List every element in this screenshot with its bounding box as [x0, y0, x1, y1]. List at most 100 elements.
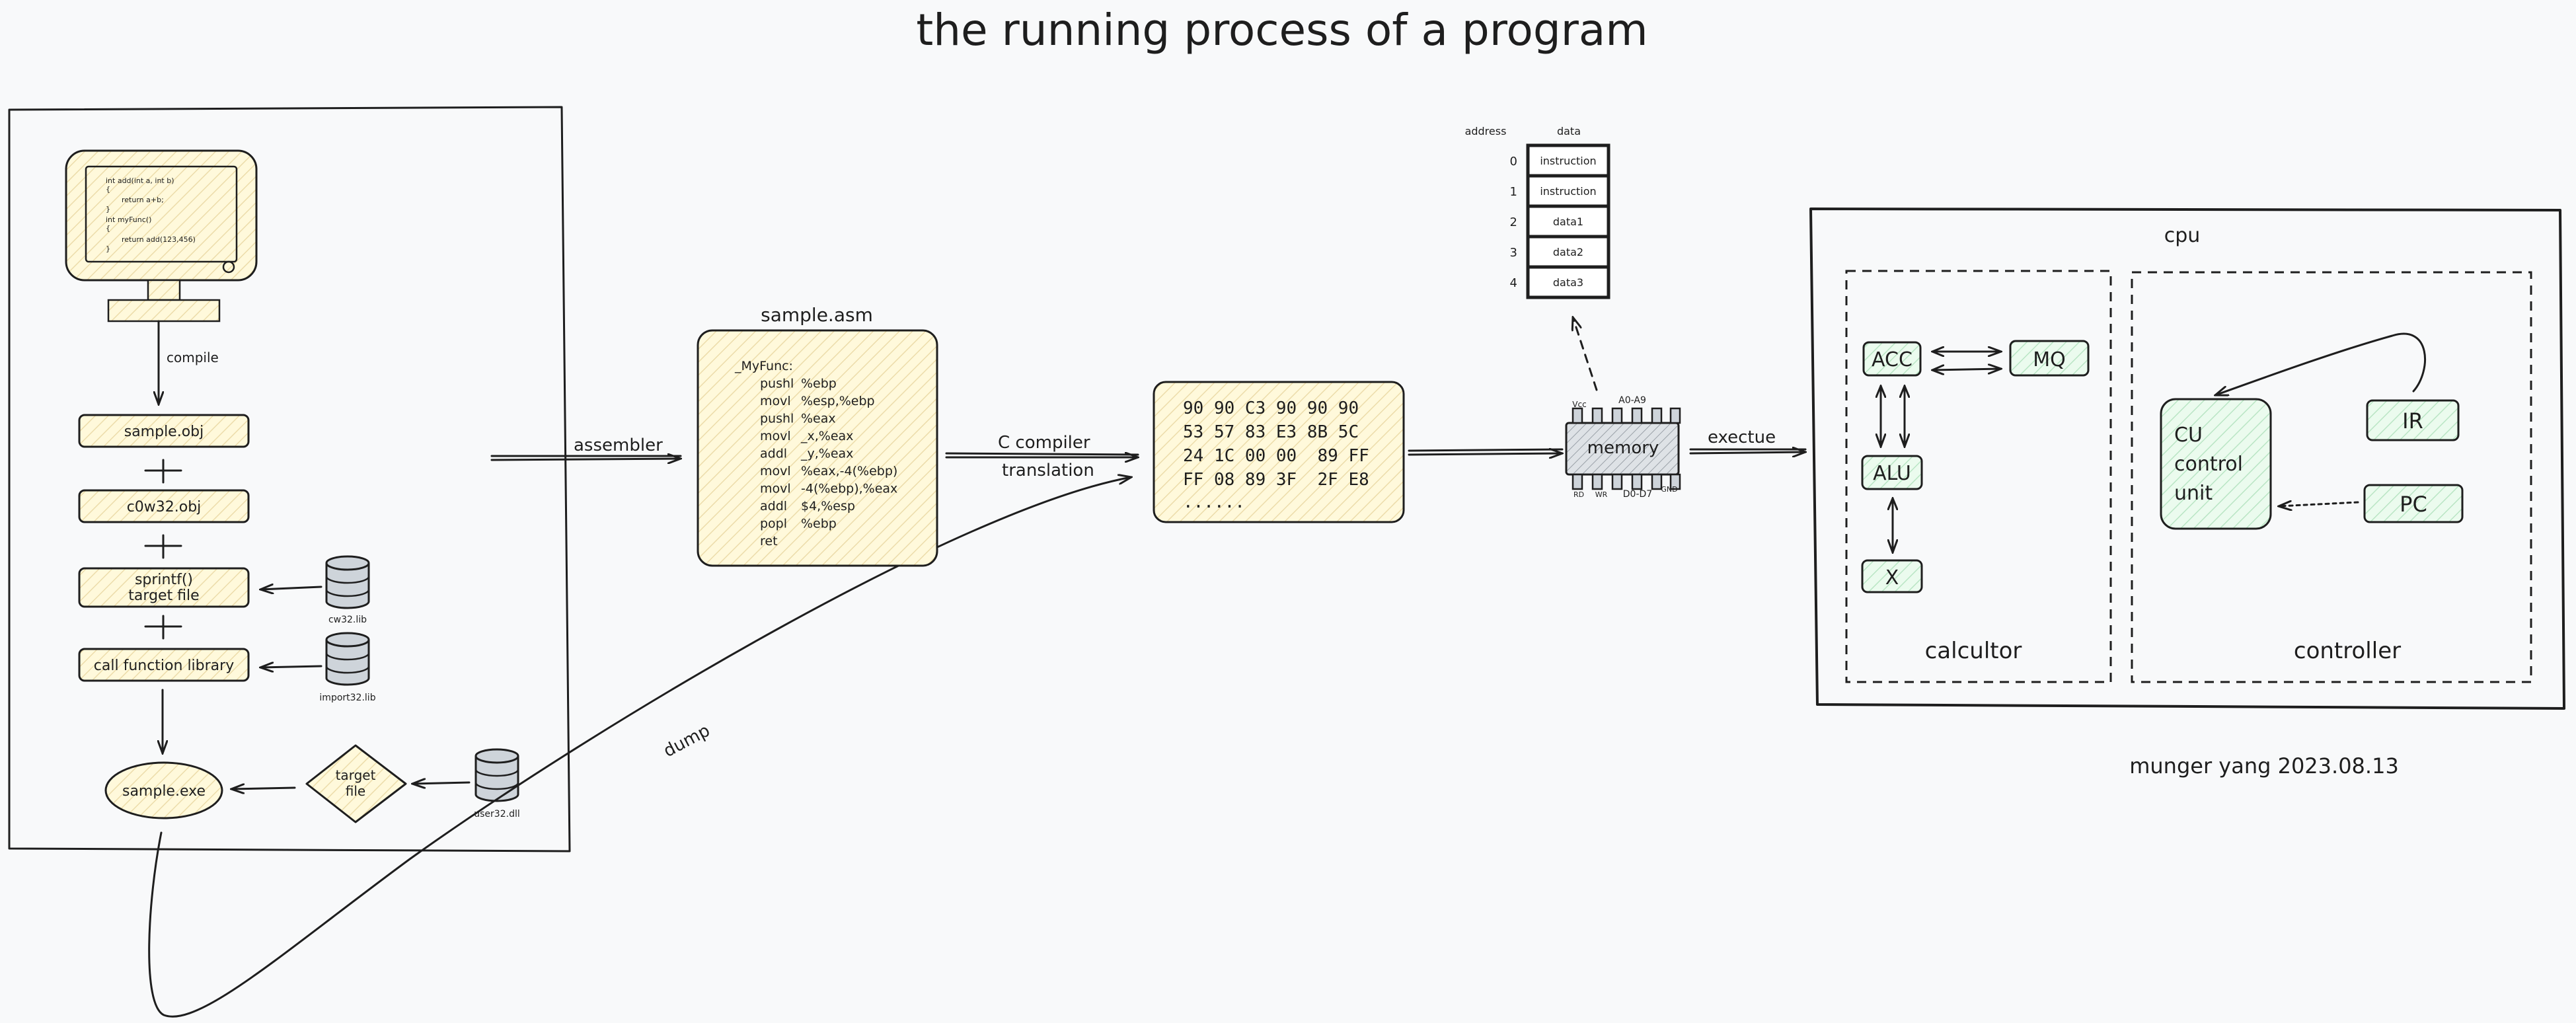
- asm-instruction: ret: [760, 534, 778, 549]
- ir-cu-arrow: [2215, 332, 2426, 395]
- sprintf-label: sprintf(): [135, 572, 193, 588]
- exectue-label: exectue: [1708, 428, 1776, 447]
- memory-pin-label: D0-D7: [1623, 489, 1652, 500]
- memory-table-arrow: [1573, 317, 1598, 391]
- cw32-arrow: [260, 587, 322, 589]
- import32-lib-database-icon: [325, 632, 370, 686]
- address-header: address: [1465, 125, 1507, 137]
- chip-pin: [1572, 473, 1583, 490]
- memory-pin-label: GND: [1661, 485, 1677, 494]
- asm-instruction: movl: [760, 394, 791, 408]
- asm-operand: _x,%eax: [800, 429, 853, 443]
- plus-icon: [144, 459, 182, 484]
- memory-chip: memory Vcc A0-A9 RD WR D0-D7 GND: [1565, 395, 1681, 500]
- asm-operand: %ebp: [801, 377, 837, 391]
- machine-code-line: 24 1C 00 00 89 FF: [1183, 446, 1369, 466]
- mq-label: MQ: [2033, 348, 2066, 371]
- controller-group: [2131, 271, 2532, 683]
- sample-obj-box: sample.obj: [78, 414, 250, 448]
- memory-data: data2: [1553, 246, 1583, 258]
- chip-pin: [1591, 473, 1603, 490]
- page-title: the running process of a program: [916, 5, 1648, 56]
- pc-register: PC: [2363, 484, 2464, 523]
- import32-lib-label: import32.lib: [319, 693, 375, 703]
- to-memory-arrow: [1408, 449, 1562, 455]
- memory-address: 3: [1510, 246, 1517, 260]
- cu-label: CU: [2174, 424, 2203, 447]
- exectue-arrow: [1689, 449, 1805, 453]
- alu-label: ALU: [1873, 462, 1911, 485]
- chip-pin: [1611, 473, 1623, 490]
- assembler-arrow: [490, 456, 681, 460]
- c-compiler-label: C compiler: [998, 433, 1090, 453]
- asm-instruction: movl: [760, 429, 791, 443]
- author-date: munger yang 2023.08.13: [2129, 753, 2399, 778]
- source-line: int myFunc(): [106, 215, 151, 224]
- asm-operand: _y,%eax: [800, 447, 853, 461]
- memory-pin-label: A0-A9: [1618, 395, 1646, 406]
- sample-exe-node: sample.exe: [104, 761, 223, 819]
- memory-data: data1: [1553, 215, 1583, 228]
- memory-data: instruction: [1540, 155, 1596, 167]
- memory-data: data3: [1553, 276, 1583, 289]
- ir-label: IR: [2402, 408, 2423, 434]
- target-file-label: target: [336, 767, 376, 783]
- asm-operand: %ebp: [801, 517, 837, 531]
- memory-label: memory: [1587, 438, 1659, 458]
- asm-operand: %esp,%ebp: [801, 394, 875, 408]
- memory-pin-label: RD: [1573, 490, 1584, 499]
- call-function-library-box: call function library: [78, 648, 250, 682]
- asm-operand: $4,%esp: [801, 499, 855, 513]
- memory-pin-label: WR: [1595, 490, 1608, 499]
- asm-instruction: movl: [760, 464, 791, 478]
- asm-code: _MyFunc:pushl%ebpmovl%esp,%ebppushl%eaxm…: [734, 359, 897, 549]
- compile-link-panel: [8, 106, 571, 852]
- chip-pin: [1669, 473, 1681, 490]
- cw32-lib-label: cw32.lib: [328, 615, 367, 625]
- memory-data: instruction: [1540, 185, 1596, 198]
- dump-label: dump: [660, 721, 713, 762]
- pc-label: PC: [2400, 492, 2427, 517]
- chip-pin: [1631, 473, 1643, 490]
- memory-address: 1: [1510, 185, 1517, 199]
- memory-cell: [1526, 143, 1610, 178]
- acc-mq-arrow-2: [1932, 369, 2001, 370]
- asm-instruction: addl: [760, 499, 787, 513]
- cu-control-unit: CU control unit: [2160, 398, 2272, 530]
- chip-pin: [1611, 407, 1623, 424]
- compile-label: compile: [167, 350, 219, 365]
- c-compiler-arrow: [945, 453, 1138, 457]
- source-line: }: [106, 245, 110, 253]
- source-line: return a+b;: [122, 196, 164, 204]
- cpu-title: cpu: [2164, 224, 2201, 247]
- pc-cu-arrow: [2279, 502, 2359, 506]
- asm-instruction: addl: [760, 447, 787, 461]
- asm-instruction: movl: [760, 482, 791, 496]
- memory-address: 4: [1510, 276, 1517, 290]
- user32-dll-database-icon: [474, 748, 519, 802]
- cu-label-2: control: [2174, 453, 2243, 476]
- target-file-node: target file: [305, 744, 407, 823]
- asm-instruction: _MyFunc:: [734, 359, 793, 373]
- asm-operand: %eax,-4(%ebp): [801, 464, 897, 478]
- machine-code-line: 90 90 C3 90 90 90: [1183, 398, 1359, 418]
- asm-instruction: popl: [760, 517, 787, 531]
- source-line: int add(int a, int b): [106, 176, 174, 185]
- memory-cell: [1526, 265, 1610, 299]
- ir-register: IR: [2366, 399, 2460, 441]
- sample-exe-label: sample.exe: [122, 783, 206, 800]
- sprintf-label-2: target file: [128, 587, 199, 604]
- memory-cell: [1526, 204, 1610, 239]
- user32-arrow: [412, 782, 471, 784]
- chip-pin: [1651, 473, 1663, 490]
- call-function-library-label: call function library: [94, 658, 234, 674]
- memory-pin-label: Vcc: [1572, 400, 1586, 409]
- controller-label: controller: [2294, 638, 2401, 664]
- machine-code-line: ......: [1183, 492, 1245, 512]
- mq-register: MQ: [2009, 340, 2090, 377]
- source-line: {: [106, 185, 110, 194]
- asm-operand: -4(%ebp),%eax: [801, 482, 897, 496]
- source-line: return add(123,456): [122, 235, 196, 244]
- source-line: }: [106, 205, 110, 213]
